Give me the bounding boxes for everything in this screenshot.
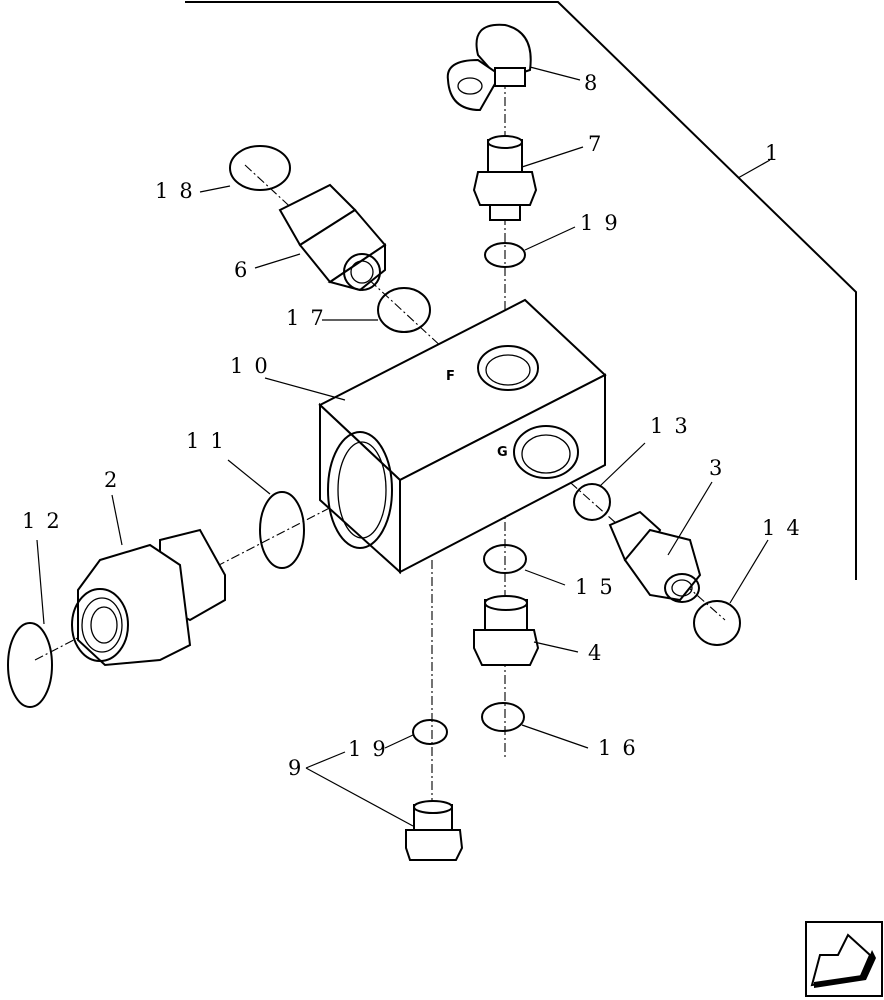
o-rings xyxy=(7,145,741,745)
callout-10: 10 xyxy=(230,354,279,378)
plug-9 xyxy=(405,800,464,861)
callout-1: 1 xyxy=(765,141,789,165)
union-fitting-2 xyxy=(71,528,226,667)
callout-11: 11 xyxy=(186,429,235,453)
callout-6: 6 xyxy=(234,258,258,282)
fitting-3 xyxy=(608,510,702,603)
o-ring-19-lower xyxy=(412,719,448,745)
o-ring-18 xyxy=(229,145,291,191)
o-ring-14 xyxy=(693,600,741,646)
callouts: 1 2 3 4 6 7 8 9 10 11 12 13 14 15 16 17 … xyxy=(22,71,811,780)
callout-18: 18 xyxy=(155,179,204,203)
callout-8: 8 xyxy=(584,71,608,95)
leader-lines xyxy=(36,66,771,827)
back-arrow-icon xyxy=(810,933,876,988)
o-ring-15 xyxy=(483,544,527,574)
callout-15: 15 xyxy=(575,575,624,599)
coupler-fitting xyxy=(472,135,538,221)
assembly-bracket xyxy=(185,0,857,580)
callout-2: 2 xyxy=(104,468,128,492)
o-ring-16 xyxy=(481,702,525,732)
callout-13: 13 xyxy=(650,414,699,438)
callout-7: 7 xyxy=(588,132,612,156)
port-mark-f: F xyxy=(446,369,455,384)
o-ring-19-upper xyxy=(484,242,526,268)
o-ring-13 xyxy=(573,483,611,521)
callout-3: 3 xyxy=(709,456,733,480)
dust-cap xyxy=(446,23,532,112)
callout-19-upper: 19 xyxy=(580,211,629,235)
back-arrow-button[interactable] xyxy=(805,921,883,997)
fitting-4 xyxy=(473,595,540,666)
valve-block: F G xyxy=(318,298,607,575)
callout-17: 17 xyxy=(286,306,335,330)
callout-9: 9 xyxy=(288,756,312,780)
port-mark-g: G xyxy=(497,445,508,460)
callout-12: 12 xyxy=(22,509,71,533)
adapter-fitting-6 xyxy=(278,183,387,292)
o-ring-11 xyxy=(259,491,305,569)
callout-4: 4 xyxy=(588,641,612,665)
o-ring-17 xyxy=(377,287,431,333)
callout-14: 14 xyxy=(762,516,811,540)
callout-16: 16 xyxy=(598,736,647,760)
o-ring-12 xyxy=(7,622,53,708)
callout-19-lower: 19 xyxy=(348,737,397,761)
